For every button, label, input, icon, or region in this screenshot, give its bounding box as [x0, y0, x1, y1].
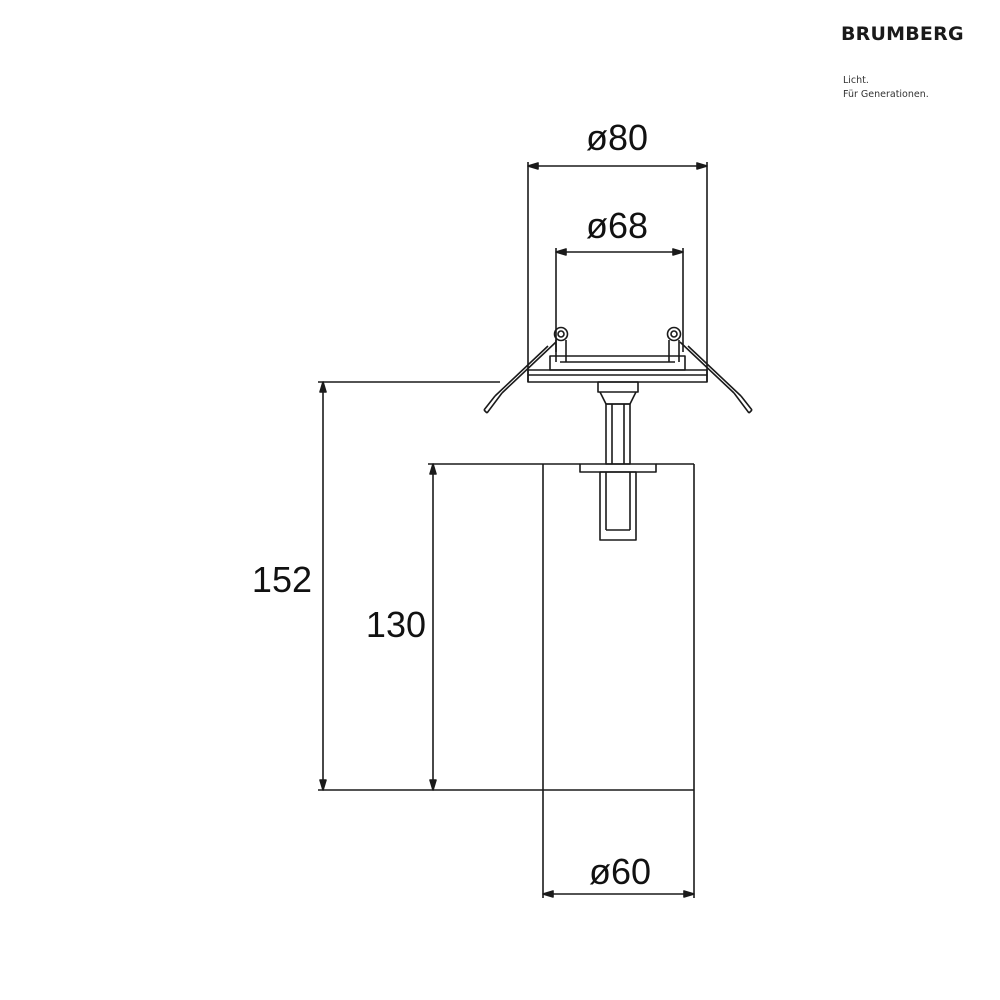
label-body-diameter: ø60 — [589, 851, 651, 892]
spring-clip-right — [666, 326, 753, 414]
label-cutout-diameter: ø68 — [586, 205, 648, 246]
dimension-outer-diameter — [527, 162, 708, 382]
spring-clip-left — [483, 326, 569, 414]
swivel-stem — [579, 381, 657, 541]
brand-logo: BRUMBERG — [841, 23, 964, 45]
tagline-line-1: Licht. — [843, 75, 869, 86]
mounting-ring — [527, 355, 708, 383]
dimension-total-height — [318, 381, 543, 791]
brand-tagline: Licht. Für Generationen. — [843, 74, 929, 102]
dimension-cutout-diameter — [555, 248, 684, 352]
label-outer-diameter: ø80 — [586, 117, 648, 158]
cylinder-body — [542, 463, 695, 791]
dimension-body-diameter — [542, 790, 695, 898]
label-total-height: 152 — [252, 559, 312, 600]
tagline-line-2: Für Generationen. — [843, 89, 929, 100]
dimension-body-height — [428, 463, 543, 791]
label-body-height: 130 — [366, 604, 426, 645]
